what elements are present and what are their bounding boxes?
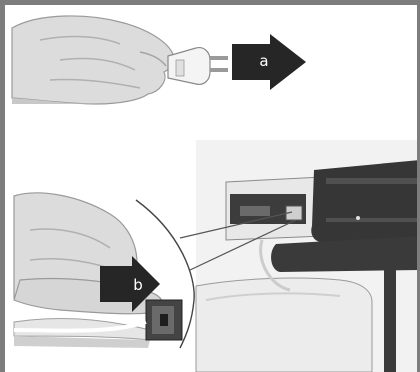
arrow-a: a [232,34,306,90]
power-plug-icon [168,48,228,85]
callout-label-b: b [133,276,143,294]
power-switch-icon [146,300,182,340]
printer-icon [180,140,420,372]
panel-b: b [14,193,194,348]
panel-a: a [12,16,306,104]
hand-icon [12,16,174,104]
callout-label-a: a [259,52,268,70]
